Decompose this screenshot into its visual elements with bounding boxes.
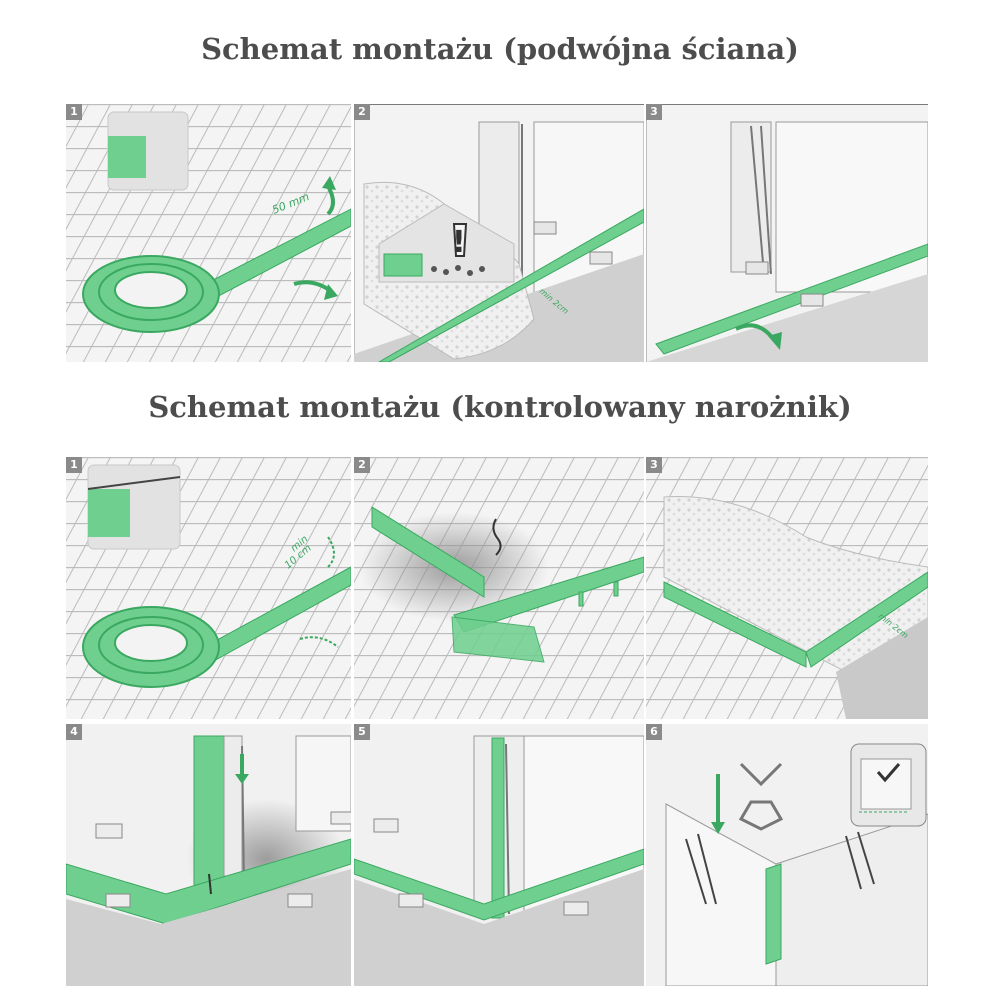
step-number-badge: 1 [66,104,82,120]
section-title-double-wall: Schemat montażu (podwójna ściana) [201,32,799,66]
inset-tape-detail [107,111,189,191]
illustration-wall-joint [646,121,928,362]
panel-corner-step-2: 2 [354,457,644,719]
inset-foam-detail [378,203,515,283]
illustration-corner-tape [354,457,644,719]
panel-corner-step-1: min 10 cm 1 [66,457,351,719]
illustration-wall-installed [354,724,644,986]
inset-check-detail [850,743,927,827]
illustration-foam-fill: ! min 2cm [354,121,644,362]
panel-corner-step-4: 4 [66,724,351,986]
illustration-corner-foam: min 2cm [646,457,928,719]
panel-corner-step-6: 6 [646,724,928,986]
panel-double-wall-step-1: 50 mm 1 [66,104,351,362]
step-number-badge: 3 [646,104,662,120]
section-title-controlled-corner: Schemat montażu (kontrolowany narożnik) [148,390,852,424]
panel-double-wall-step-3: 3 [646,104,928,362]
illustration-tape-roll-on-mesh: 50 mm [66,104,351,362]
step-number-badge: 2 [354,457,370,473]
step-number-badge: 3 [646,457,662,473]
step-number-badge: 5 [354,724,370,740]
inset-tape-detail [87,464,181,550]
illustration-tape-roll-on-mesh: min 10 cm [66,457,351,719]
warning-mark: ! [452,225,466,260]
panel-double-wall-step-2: ! min 2cm 2 [354,104,644,362]
panel-corner-step-3: min 2cm 3 [646,457,928,719]
panel-corner-step-5: 5 [354,724,644,986]
illustration-corner-clip [646,724,928,986]
step-number-badge: 1 [66,457,82,473]
step-number-badge: 6 [646,724,662,740]
step-number-badge: 2 [354,104,370,120]
step-number-badge: 4 [66,724,82,740]
illustration-wall-into-tape [66,724,351,986]
